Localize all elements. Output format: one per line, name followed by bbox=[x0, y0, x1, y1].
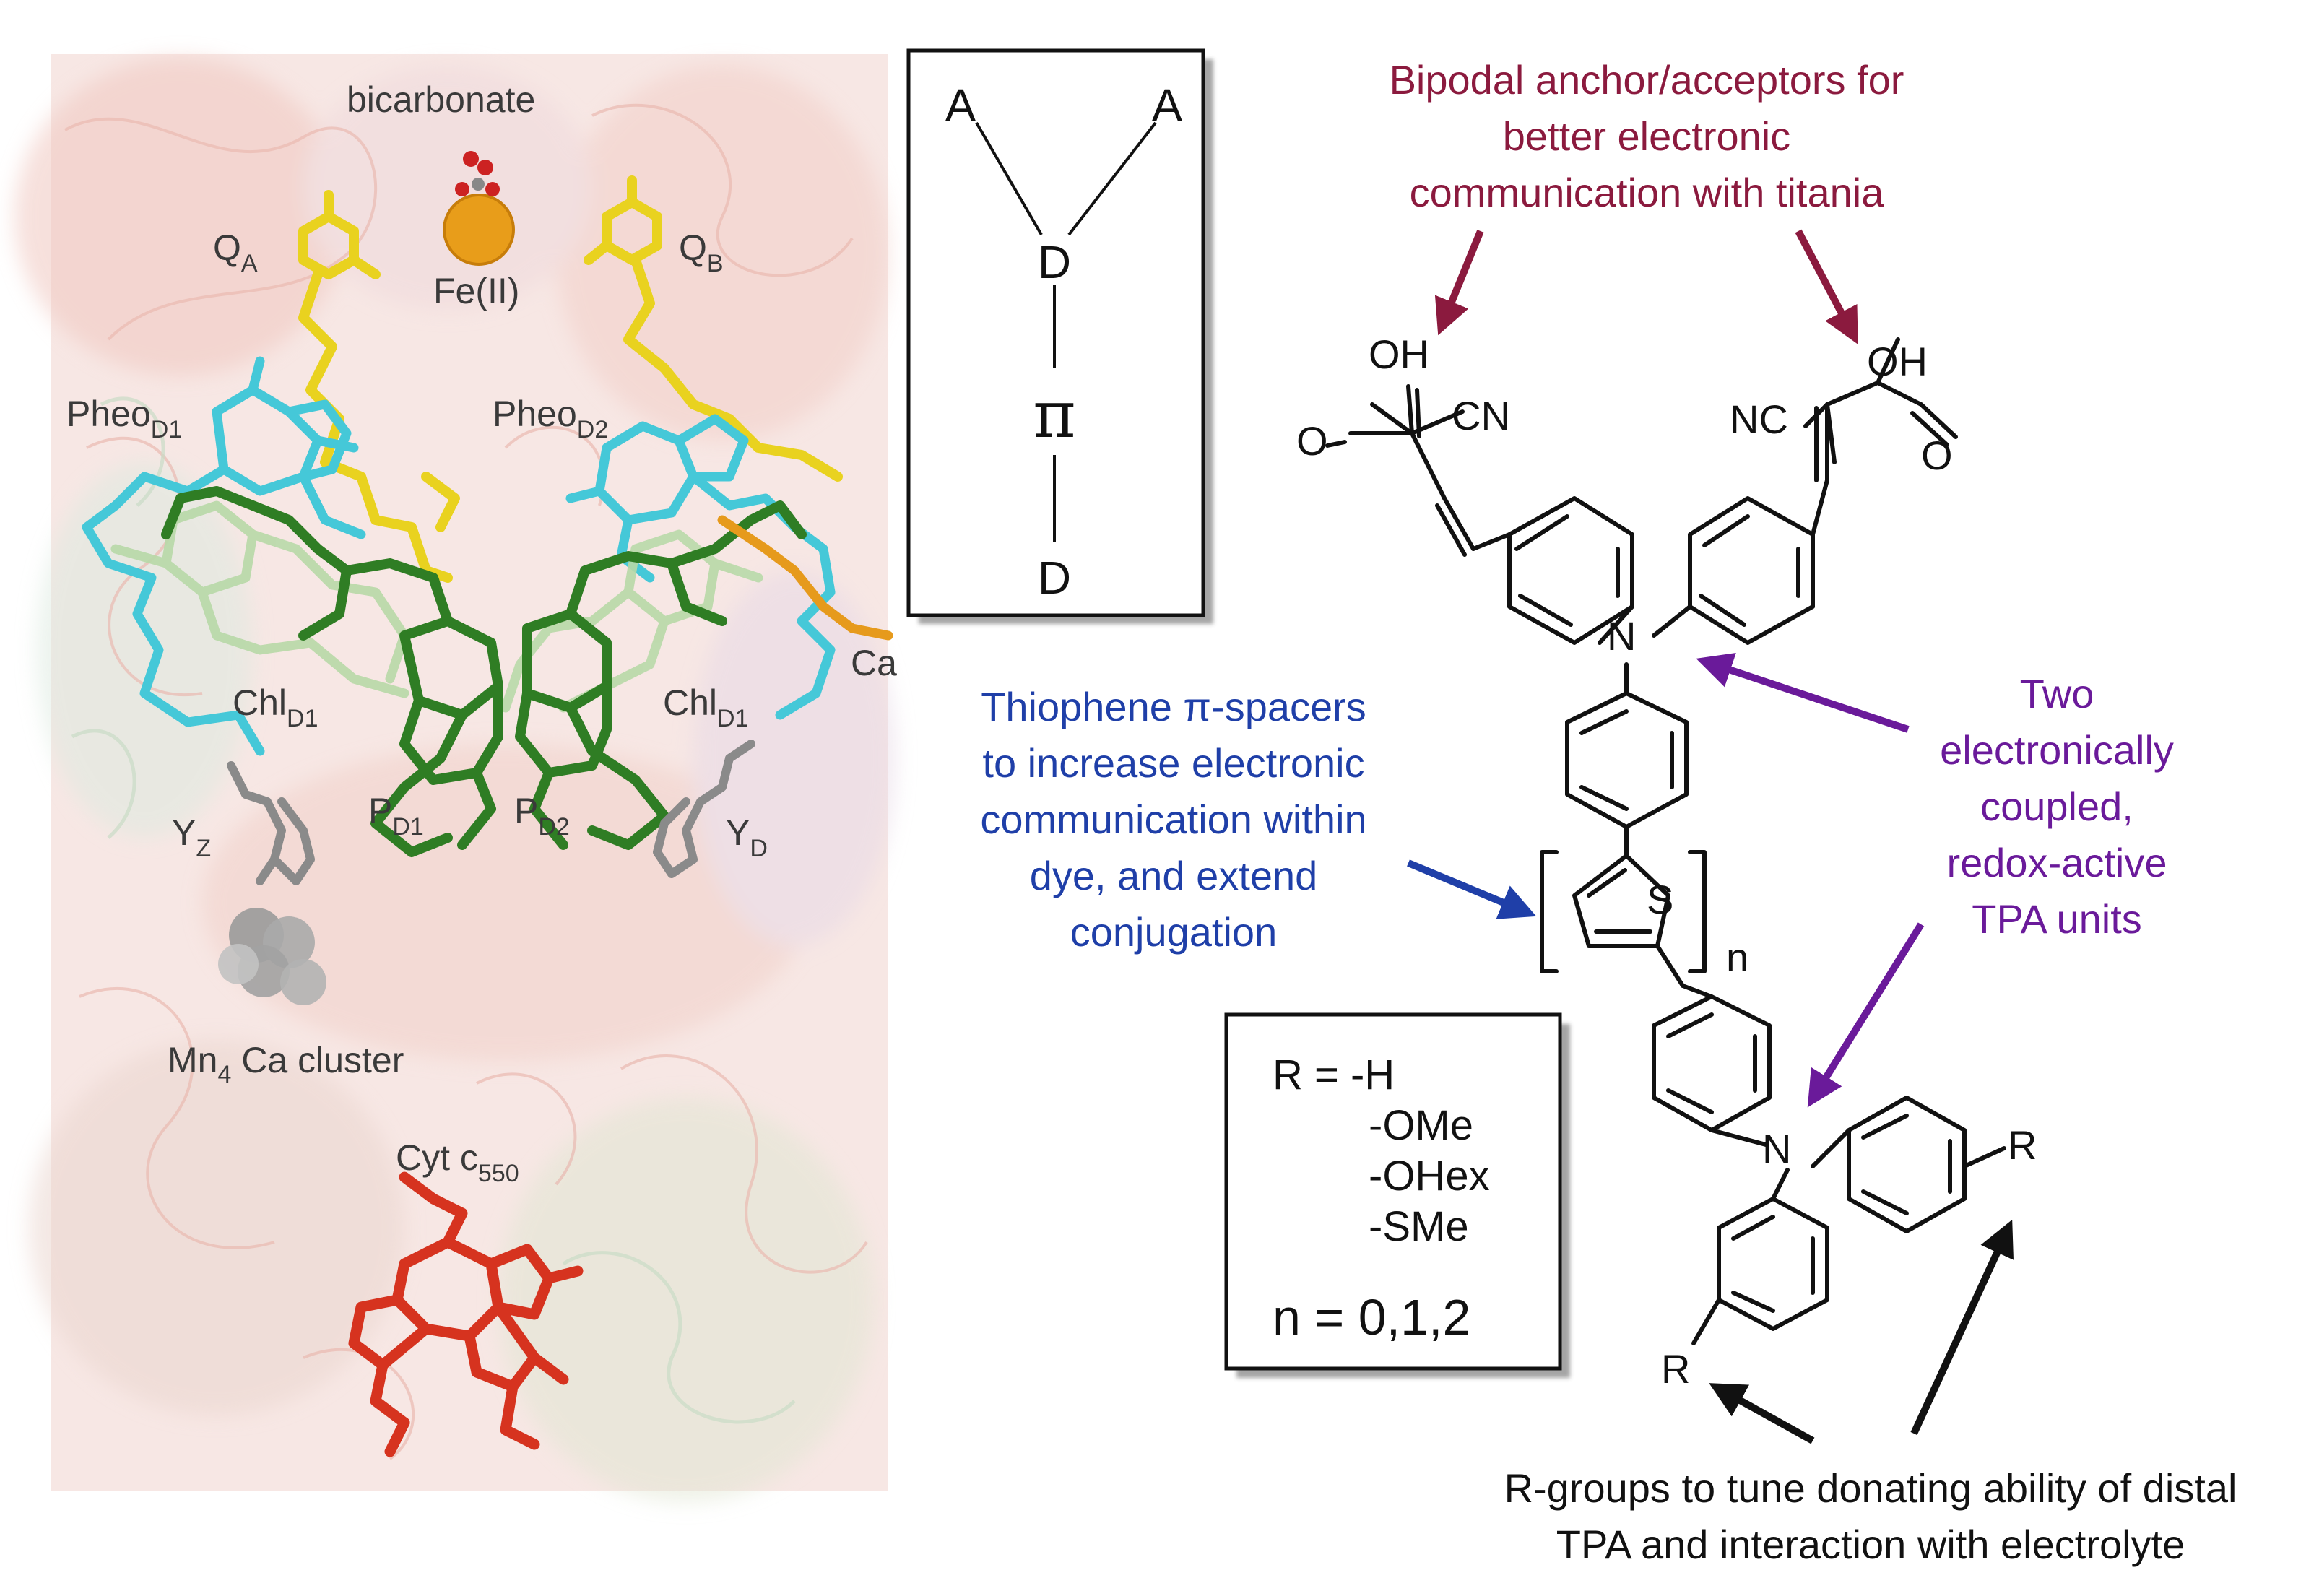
tpa-line-1: Two bbox=[2020, 671, 2094, 716]
schematic-pi: π bbox=[1033, 377, 1075, 453]
s-thiophene: S bbox=[1647, 877, 1673, 922]
anchor-line-3: communication with titania bbox=[1410, 170, 1885, 215]
n-repeat: n bbox=[1726, 934, 1748, 980]
pd1-label: PD1 bbox=[368, 791, 424, 841]
substituent-box: R = -H -OMe -OHex -SMe n = 0,1,2 bbox=[1224, 1012, 1570, 1378]
thiophene-line-4: dye, and extend bbox=[1030, 853, 1318, 898]
bicarbonate-label: bicarbonate bbox=[347, 79, 535, 120]
o-right: O bbox=[1921, 433, 1953, 478]
tpa-line-5: TPA units bbox=[1972, 896, 2142, 942]
tpa-line-3: coupled, bbox=[1980, 784, 2133, 829]
protein-ribbons bbox=[64, 103, 868, 1460]
oh-right: OH bbox=[1867, 339, 1928, 384]
tpa-arrow-upper bbox=[1696, 652, 1910, 733]
r-left: R bbox=[1661, 1346, 1690, 1392]
chl-right-label: ChlD1 bbox=[663, 682, 749, 732]
rgroup-arrow-right bbox=[1910, 1219, 2014, 1436]
thiophene-annotation: Thiophene π-spacers to increase electron… bbox=[980, 684, 1366, 955]
rgroup-line-2: TPA and interaction with electrolyte bbox=[1556, 1522, 2185, 1567]
pheo-d1-label: PheoD1 bbox=[66, 394, 182, 443]
annotation-arrows bbox=[1407, 229, 2014, 1444]
pheophytin-d1 bbox=[82, 356, 366, 756]
thiophene-line-3: communication within bbox=[980, 797, 1366, 842]
tpa-arrow-lower bbox=[1807, 922, 1925, 1108]
quinone-qb bbox=[584, 175, 843, 482]
tpa-annotation: Two electronically coupled, redox-active… bbox=[1940, 671, 2174, 942]
carotenoid bbox=[717, 515, 893, 641]
n-lower: N bbox=[1762, 1126, 1791, 1171]
r-options-label: R = -H bbox=[1273, 1051, 1395, 1098]
chl-left-label: ChlD1 bbox=[233, 682, 318, 732]
thiophene-line-1: Thiophene π-spacers bbox=[981, 684, 1366, 729]
r-option-ohex: -OHex bbox=[1369, 1153, 1490, 1200]
pd2-label: PD2 bbox=[514, 791, 570, 841]
protein-haze bbox=[14, 58, 896, 1502]
anchor-arrow-right bbox=[1795, 229, 1858, 344]
quinone-qa bbox=[298, 190, 460, 583]
r-option-sme: -SMe bbox=[1369, 1203, 1469, 1250]
dye-structure: OH O CN OH O NC N S n N R R bbox=[1296, 331, 2037, 1392]
protein-green-ribbons bbox=[71, 396, 796, 1424]
thiophene-line-2: to increase electronic bbox=[982, 740, 1364, 786]
rgroup-annotation: R-groups to tune donating ability of dis… bbox=[1504, 1465, 2237, 1567]
dye-schematic: A A D π D bbox=[906, 48, 1213, 624]
anchor-arrow-left bbox=[1434, 230, 1484, 336]
schematic-a-right: A bbox=[1152, 79, 1183, 131]
substituent-frame bbox=[1224, 1012, 1562, 1371]
pheophytin-d2 bbox=[565, 414, 836, 720]
mn-cluster-label: Mn4 Ca cluster bbox=[168, 1040, 404, 1088]
rgroup-arrow-left bbox=[1709, 1383, 1815, 1444]
thiophene-arrow bbox=[1407, 859, 1537, 919]
qa-label: QA bbox=[213, 227, 258, 277]
photosystem-panel: bicarbonate Fe(II) QA QB PheoD1 PheoD2 C… bbox=[14, 54, 897, 1502]
cyt-label: Cyt c550 bbox=[396, 1137, 519, 1187]
tyrosine-z bbox=[227, 761, 315, 885]
nc-right: NC bbox=[1730, 396, 1788, 442]
cut-off-label: Ca bbox=[851, 643, 897, 683]
special-pair-chlorophylls bbox=[161, 486, 807, 857]
rgroup-line-1: R-groups to tune donating ability of dis… bbox=[1504, 1465, 2237, 1511]
structure-bonds bbox=[1325, 337, 2006, 1345]
protein-labels: bicarbonate Fe(II) QA QB PheoD1 PheoD2 C… bbox=[66, 79, 897, 1187]
r-option-ome: -OMe bbox=[1369, 1102, 1473, 1149]
bicarbonate-molecule bbox=[455, 151, 500, 196]
iron-atom bbox=[443, 194, 515, 266]
oh-left: OH bbox=[1369, 331, 1429, 377]
o-left: O bbox=[1296, 418, 1328, 464]
manganese-calcium-cluster bbox=[218, 908, 326, 1005]
n-upper: N bbox=[1607, 613, 1636, 659]
schematic-a-left: A bbox=[945, 79, 976, 131]
anchor-line-1: Bipodal anchor/acceptors for bbox=[1390, 57, 1904, 103]
tyrosine-d bbox=[653, 740, 755, 878]
schematic-d-bottom: D bbox=[1038, 552, 1071, 604]
n-values-label: n = 0,1,2 bbox=[1273, 1289, 1470, 1345]
cn-left: CN bbox=[1452, 393, 1510, 438]
pheo-d2-label: PheoD2 bbox=[493, 394, 608, 443]
qb-label: QB bbox=[679, 227, 724, 277]
anchor-line-2: better electronic bbox=[1503, 113, 1790, 159]
fe-label: Fe(II) bbox=[433, 271, 519, 311]
tpa-line-2: electronically bbox=[1940, 727, 2174, 773]
r-right: R bbox=[2008, 1122, 2037, 1168]
cytochrome-c550-heme bbox=[348, 1171, 584, 1457]
yd-label: YD bbox=[726, 812, 768, 862]
tpa-line-4: redox-active bbox=[1946, 840, 2167, 885]
schematic-d-top: D bbox=[1038, 236, 1071, 288]
thiophene-line-5: conjugation bbox=[1070, 909, 1277, 955]
anchor-annotation: Bipodal anchor/acceptors for better elec… bbox=[1390, 57, 1904, 215]
yz-label: YZ bbox=[172, 812, 211, 862]
structure-atoms: OH O CN OH O NC N S n N R R bbox=[1296, 331, 2037, 1392]
